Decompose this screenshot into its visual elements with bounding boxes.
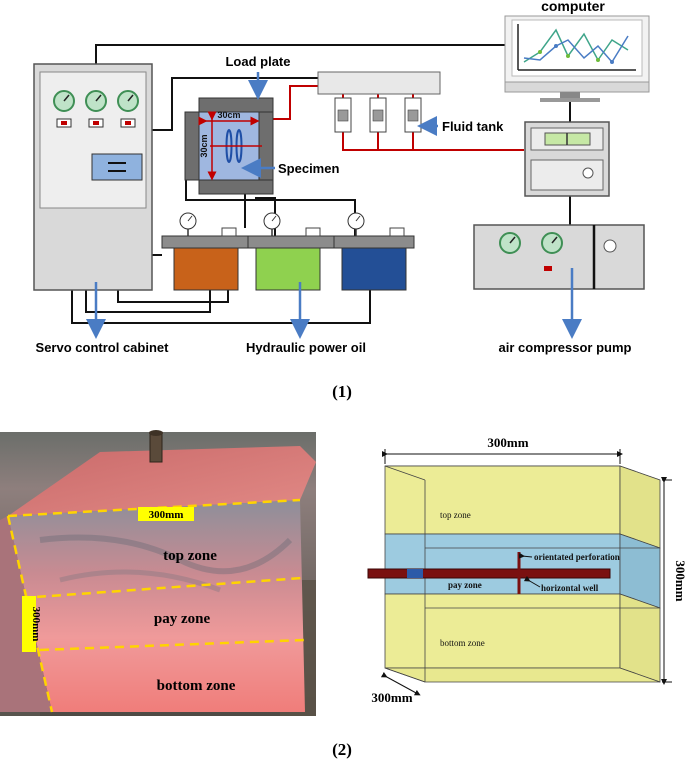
schematic-zone-bottom bbox=[384, 593, 621, 669]
well-label: horizontal well bbox=[541, 583, 599, 593]
horizontal-well bbox=[367, 568, 611, 579]
indicator-light bbox=[544, 266, 552, 271]
computer: computer bbox=[504, 0, 650, 102]
panel-1-caption: (1) bbox=[332, 382, 352, 401]
air-compressor-pump bbox=[473, 224, 645, 290]
block-front-face bbox=[8, 500, 305, 712]
schematic-zone-pay-label: pay zone bbox=[448, 580, 482, 590]
schematic-dim-top: 300mm bbox=[487, 435, 528, 450]
fluid-tank bbox=[369, 97, 387, 133]
photo-dim-side: 300mm bbox=[30, 607, 42, 642]
schematic-zone-top bbox=[384, 465, 621, 535]
gauge-icon bbox=[117, 90, 139, 112]
knob-icon bbox=[582, 167, 594, 179]
zone-boundary-lines bbox=[6, 498, 305, 713]
hydraulic-oil-label: Hydraulic power oil bbox=[246, 340, 366, 355]
fluid-tank bbox=[334, 97, 352, 133]
panel-2-photo: 300mm 300mm top zone pay zone bottom zon… bbox=[0, 430, 316, 716]
dimension-height-label: 30cm bbox=[199, 134, 209, 157]
panel-2-schematic: orientated perforation horizontal well t… bbox=[367, 435, 685, 705]
flow-controller bbox=[524, 121, 610, 197]
block-top-face bbox=[8, 446, 316, 516]
servo-control-cabinet bbox=[33, 63, 153, 291]
schematic-zone-top-label: top zone bbox=[440, 510, 471, 520]
callout-arrows bbox=[86, 72, 582, 339]
specimen-label: Specimen bbox=[278, 161, 339, 176]
photo-zone-pay: pay zone bbox=[154, 611, 211, 627]
knob-icon bbox=[603, 239, 617, 253]
computer-label: computer bbox=[541, 0, 605, 14]
dim-highlight-side bbox=[22, 596, 36, 652]
schematic-dim-right: 300mm bbox=[673, 560, 685, 601]
fluid-tank-label: Fluid tank bbox=[442, 119, 504, 134]
air-pump-label: air compressor pump bbox=[499, 340, 632, 355]
schematic-dimensions bbox=[380, 449, 672, 696]
gauge-icon bbox=[541, 232, 563, 254]
schematic-dim-bottom: 300mm bbox=[371, 690, 412, 705]
dim-highlight-top bbox=[138, 507, 194, 521]
well-stub bbox=[149, 431, 163, 463]
perforation-label: orientated perforation bbox=[534, 552, 620, 562]
fluid-tank-assembly bbox=[317, 71, 441, 133]
photo-zone-top: top zone bbox=[163, 548, 217, 564]
oil-tank-orange bbox=[161, 212, 249, 291]
panel-2-caption: (2) bbox=[332, 740, 352, 759]
schematic-zone-bottom-label: bottom zone bbox=[440, 638, 485, 648]
dimension-width-label: 30cm bbox=[217, 110, 240, 120]
fluid-manifold bbox=[317, 71, 441, 95]
gauge-icon bbox=[85, 90, 107, 112]
oil-tank-green bbox=[247, 212, 335, 291]
chart-icon bbox=[517, 24, 636, 71]
oil-tank-blue bbox=[333, 212, 415, 291]
load-frame: 30cm 30cm bbox=[184, 97, 274, 195]
gauge-icon bbox=[499, 232, 521, 254]
load-plate-label: Load plate bbox=[225, 54, 290, 69]
servo-cabinet-label: Servo control cabinet bbox=[36, 340, 170, 355]
photo-zone-bottom: bottom zone bbox=[157, 678, 236, 694]
gauge-icon bbox=[53, 90, 75, 112]
hydraulic-oil-tanks bbox=[161, 212, 415, 291]
fluid-lines bbox=[272, 85, 524, 151]
photo-dim-top: 300mm bbox=[149, 509, 184, 521]
panel-1: 30cm 30cm bbox=[33, 0, 650, 401]
display-screen bbox=[91, 153, 143, 181]
fluid-tank bbox=[404, 97, 422, 133]
